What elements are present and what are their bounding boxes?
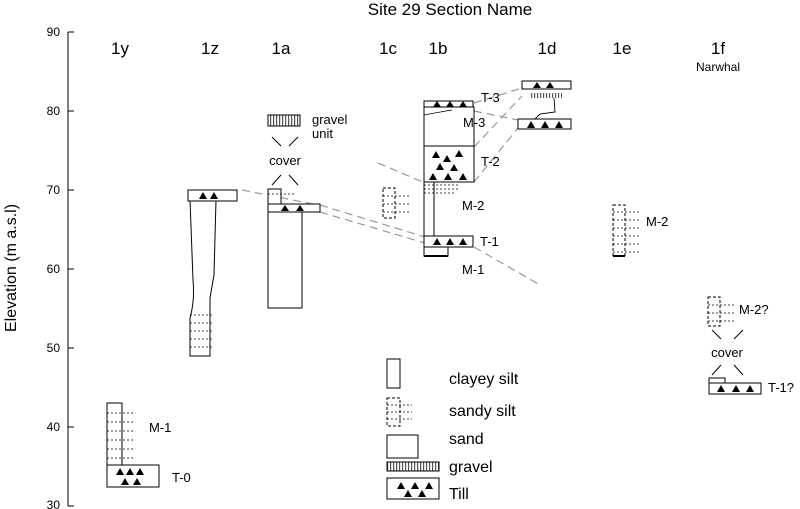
till-unit [267,203,321,213]
unit-label-t0: T-0 [172,470,191,485]
section-1c [382,187,410,219]
cover-cross [711,329,744,376]
unit-label-t2: T-2 [481,154,500,169]
till-triangles [527,121,563,128]
y-tick-label: 60 [47,262,61,276]
cover-cross [271,136,299,186]
unit-label-unit: unit [312,126,333,141]
clayey-silt-unit [106,402,123,466]
y-tick-label: 80 [47,104,61,118]
unit-label-m2: M-2 [462,198,484,213]
legend-label-sand: sand [449,431,484,448]
y-ticks [68,31,74,507]
till-triangles [533,82,554,88]
unit-label-m1: M-1 [149,420,171,435]
sandy-silt-unit [612,204,626,257]
sand-unit [267,211,303,309]
unit-label-m1: M-1 [462,262,484,277]
legend-label-clayey-silt: clayey silt [449,371,519,388]
till-triangles [199,192,218,199]
sandy-silt-hatching [708,304,735,322]
column-headers: 1y 1z 1a 1c 1b 1d 1e 1f Narwhal [111,39,740,74]
sandy-silt-hatching [424,184,460,194]
column-label-1f: 1f [711,39,725,58]
correlation-lines [241,87,541,286]
unit-label-m2: M-2 [646,214,668,229]
y-tick-label: 50 [47,341,61,355]
till-triangles [281,205,304,211]
column-label-1a: 1a [272,39,291,58]
y-axis-label: Elevation (m a.s.l) [3,204,20,332]
till-triangles [433,238,467,245]
y-tick-label: 30 [47,498,61,509]
legend-swatch-sand [386,434,419,459]
legend-swatch-clayey-silt [386,358,401,389]
section-1b: T-3 M-3 T-2 M-2 T-1 [423,90,500,277]
y-tick-label: 40 [47,420,61,434]
unit-label-t1: T-1? [768,380,794,395]
column-label-1z: 1z [201,39,219,58]
legend-label-till: Till [449,486,469,503]
sandy-silt-unit [267,188,282,205]
clayey-silt-unit [708,377,726,384]
sandy-silt-hatching [613,211,641,253]
correlation-line [473,127,519,183]
till-triangles [433,101,467,107]
section-1a: gravel unit cover [267,112,348,309]
section-1d [517,80,572,130]
correlation-line [473,87,523,104]
unit-label-m3: M-3 [463,115,485,130]
sandy-silt-hatching [190,314,214,348]
gravel-unit [530,93,562,98]
section-1e: M-2 [612,204,668,257]
gravel-unit [267,114,301,127]
sandy-silt-hatching [107,412,135,459]
contact-line [423,109,453,116]
correlation-line [473,95,523,148]
section-1z [187,189,238,357]
legend-label-sandy-silt: sandy silt [449,403,516,420]
section-1y: M-1 T-0 [106,402,191,488]
contact-line [533,97,556,121]
till-unit-t0 [106,464,160,488]
section-1f: M-2? cover T-1? [707,296,794,395]
correlation-line [319,211,426,244]
correlation-line [473,110,519,121]
clayey-silt-unit-m1 [423,246,449,257]
unit-label-t3: T-3 [481,90,500,105]
y-axis: 90 80 70 60 50 40 30 Elevation (m a.s.l) [3,25,74,509]
column-label-1b: 1b [429,39,448,58]
clayey-silt-unit [189,199,217,357]
sandy-silt-unit [382,187,396,219]
column-label-1d: 1d [538,39,557,58]
correlation-line [377,162,426,184]
legend-till-triangles [397,482,433,497]
till-triangles [116,468,144,485]
unit-label-gravel: gravel [312,112,348,127]
legend-label-gravel: gravel [449,459,493,476]
correlation-line [319,204,426,238]
till-triangles [429,150,467,180]
unit-label-m2: M-2? [739,302,769,317]
column-label-1y: 1y [111,39,129,58]
column-label-1e: 1e [613,39,632,58]
unit-label-t1: T-1 [480,234,499,249]
column-sublabel-narwhal: Narwhal [696,60,740,74]
till-triangles [717,385,754,392]
sandy-silt-unit [707,296,721,327]
legend-sandy-silt-hatching [387,404,412,420]
sandy-silt-hatching [383,195,410,213]
legend-swatch-gravel [386,461,440,472]
unit-label-cover: cover [269,153,301,168]
y-tick-label: 90 [47,25,61,39]
clayey-silt-unit-m2 [423,181,435,237]
unit-label-cover: cover [711,345,743,360]
legend: clayey silt sandy silt sand gravel Till [386,358,519,503]
column-label-1c: 1c [379,39,397,58]
diagram-title: Site 29 Section Name [368,0,532,19]
y-tick-label: 70 [47,183,61,197]
